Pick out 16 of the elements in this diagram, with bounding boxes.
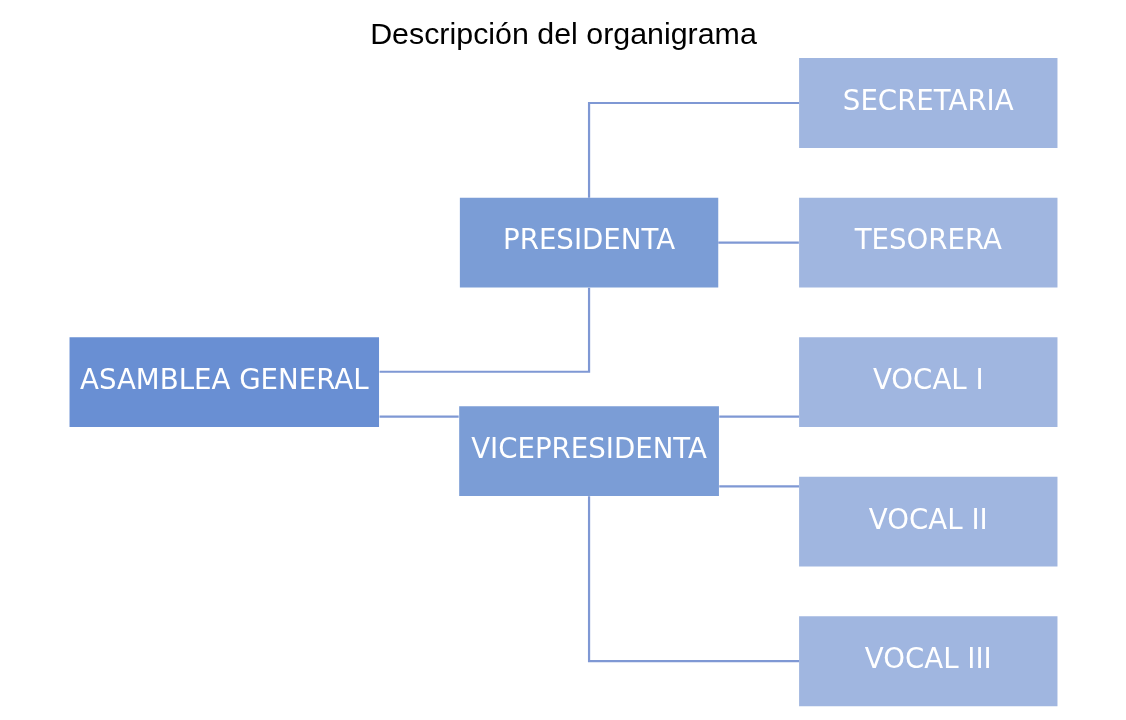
- node-box: PRESIDENTA: [459, 197, 718, 288]
- node-box: SECRETARIA: [798, 58, 1057, 148]
- connector: [379, 287, 590, 373]
- connector: [718, 485, 799, 488]
- node-box: TESORERA: [798, 197, 1057, 288]
- connector: [718, 415, 799, 418]
- connector: [717, 241, 799, 244]
- node-box: VOCAL I: [798, 337, 1057, 427]
- diagram-title: Descripción del organigrama: [369, 15, 757, 50]
- connector: [587, 496, 799, 663]
- node-box: ASAMBLEA GENERAL: [69, 337, 379, 427]
- node-box: VOCAL II: [798, 476, 1057, 567]
- node-box: VICEPRESIDENTA: [458, 406, 719, 497]
- node-box: VOCAL III: [798, 616, 1057, 707]
- connector: [587, 101, 799, 198]
- connector: [379, 415, 459, 418]
